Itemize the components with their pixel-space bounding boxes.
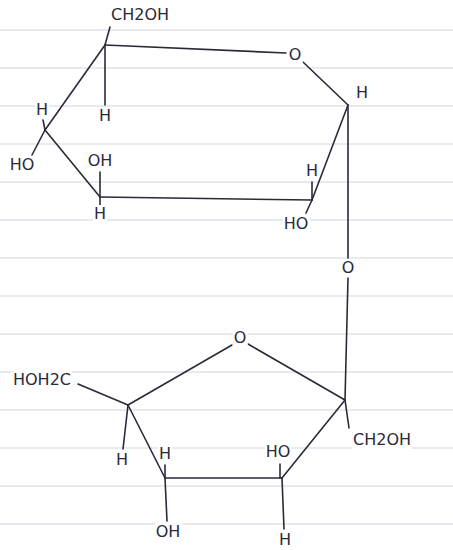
atom-label: O (288, 46, 303, 64)
atom-label: H (305, 162, 319, 180)
ruled-line (0, 258, 453, 259)
bond (282, 478, 284, 529)
bond (306, 200, 312, 213)
atom-label: H (158, 445, 172, 463)
ruled-line (0, 220, 453, 221)
atom-label: CH2OH (110, 6, 170, 24)
atom-label: HO (9, 156, 36, 174)
atom-label: H (35, 101, 49, 119)
ruled-line (0, 486, 453, 487)
atom-label: HOH2C (12, 371, 72, 389)
atom-label: OH (155, 523, 182, 541)
atom-label: HO (283, 215, 310, 233)
atom-label: OH (87, 152, 114, 170)
bond (123, 405, 128, 449)
bond (164, 465, 166, 478)
bond (345, 400, 349, 428)
ruled-line (0, 182, 453, 183)
atom-label: O (341, 259, 356, 277)
bond (104, 45, 106, 105)
ruled-line (0, 144, 453, 145)
ruled-line (0, 30, 453, 31)
ruled-line (0, 106, 453, 107)
atom-label: H (278, 531, 292, 549)
atom-label: H (98, 107, 112, 125)
ruled-line (0, 410, 453, 411)
atom-label: HO (265, 443, 292, 461)
bond (105, 45, 286, 53)
ruled-line (0, 68, 453, 69)
bond (165, 477, 282, 479)
bond (279, 464, 281, 478)
bond (312, 105, 348, 200)
bond (165, 478, 167, 521)
ruled-line (0, 296, 453, 297)
ruled-line (0, 334, 453, 335)
atom-label: H (355, 84, 369, 102)
bond (128, 405, 165, 478)
bond (105, 27, 110, 45)
bond (99, 197, 101, 205)
atom-label: H (93, 205, 107, 223)
bond (100, 197, 312, 200)
bond (311, 182, 313, 200)
bond (78, 384, 128, 405)
bond (99, 172, 101, 197)
bond (345, 278, 348, 400)
bond (303, 62, 348, 105)
atom-label: O (233, 329, 248, 347)
bond (43, 120, 45, 130)
atom-label: H (115, 451, 129, 469)
bonds (32, 27, 349, 529)
bond (128, 345, 232, 405)
ruled-line (0, 524, 453, 525)
bond (45, 45, 105, 130)
ruled-lines (0, 30, 453, 524)
atom-label: CH2OH (352, 431, 412, 449)
bond (347, 105, 349, 258)
bond (32, 130, 45, 155)
bond (248, 344, 345, 400)
bond (282, 400, 345, 478)
